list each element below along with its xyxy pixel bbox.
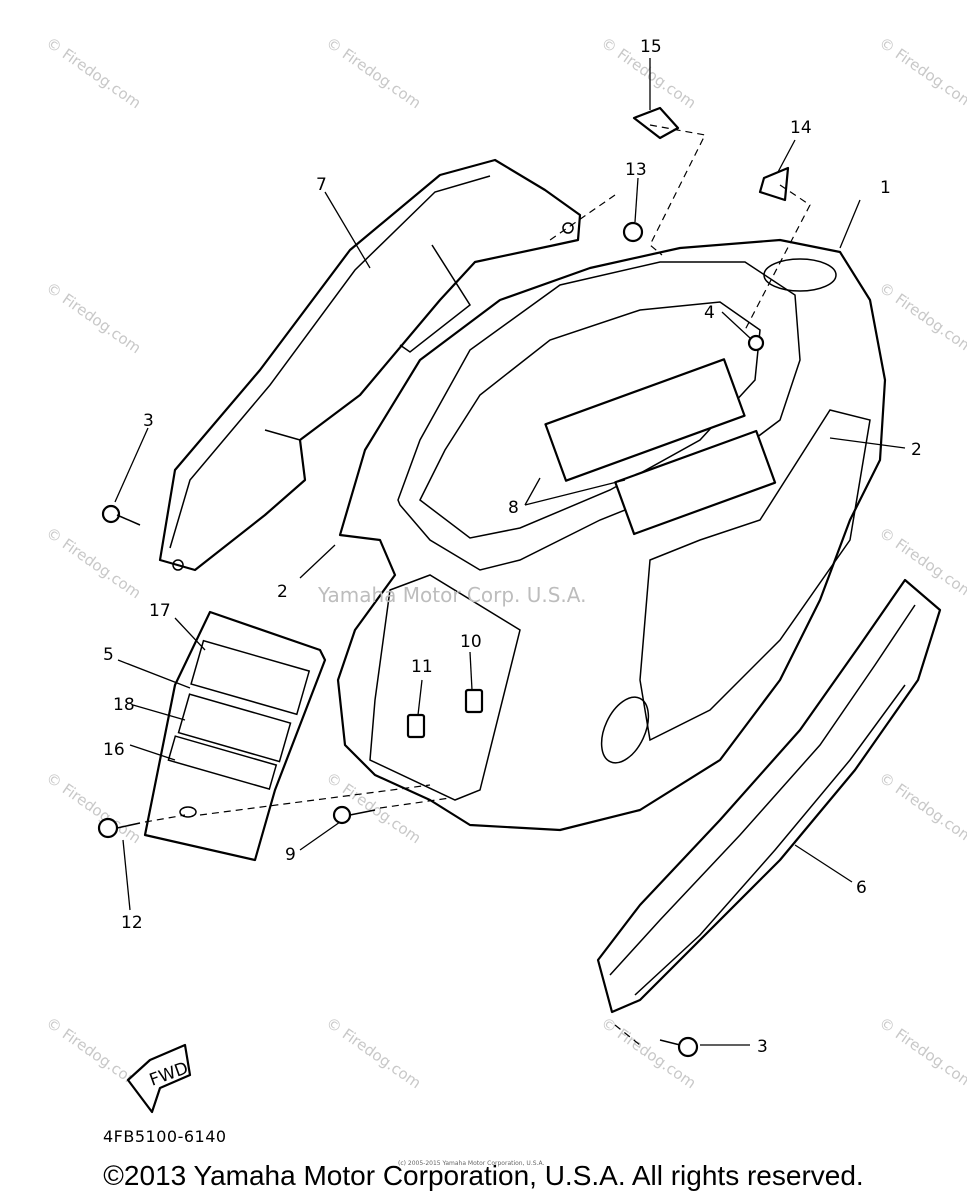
part-4-grommet bbox=[747, 334, 765, 352]
watermark: © Firedog.com bbox=[876, 524, 967, 603]
callout-2-left: 2 bbox=[277, 582, 288, 602]
callout-7: 7 bbox=[316, 175, 327, 195]
label-17 bbox=[190, 639, 311, 716]
label-18 bbox=[177, 693, 292, 763]
watermark: © Firedog.com bbox=[323, 1014, 425, 1093]
part-7-side-cover bbox=[158, 158, 582, 572]
callout-6: 6 bbox=[856, 878, 867, 898]
part-14-nut bbox=[758, 166, 790, 202]
watermark: © Firedog.com bbox=[323, 34, 425, 113]
callout-1: 1 bbox=[880, 178, 891, 198]
callout-3-left: 3 bbox=[143, 411, 154, 431]
part-9-screw bbox=[332, 805, 352, 825]
center-watermark: Yamaha Motor Corp. U.S.A. bbox=[317, 583, 586, 607]
callout-9: 9 bbox=[285, 845, 296, 865]
assembly-lines bbox=[144, 124, 811, 1046]
clip-11 bbox=[406, 713, 426, 739]
watermark: © Firedog.com bbox=[43, 769, 145, 848]
part-13-grommet bbox=[622, 221, 644, 243]
watermark: © Firedog.com bbox=[876, 769, 967, 848]
part-15-nut bbox=[632, 106, 680, 140]
callout-13: 13 bbox=[625, 160, 647, 180]
callout-15: 15 bbox=[640, 37, 662, 57]
part-3-screw-left bbox=[101, 504, 121, 524]
diagram-code: 4FB5100-6140 bbox=[103, 1127, 227, 1146]
foam-pad-2 bbox=[614, 429, 777, 536]
watermark: © Firedog.com bbox=[43, 279, 145, 358]
callout-10: 10 bbox=[460, 632, 482, 652]
copyright-notice: ©2013 Yamaha Motor Corporation, U.S.A. A… bbox=[103, 1160, 864, 1191]
callout-18: 18 bbox=[113, 695, 135, 715]
part-5-lid bbox=[143, 610, 327, 862]
fasteners bbox=[97, 106, 790, 1058]
part-1-rear-body-cover bbox=[336, 238, 887, 832]
callout-16: 16 bbox=[103, 740, 125, 760]
callout-2-right: 2 bbox=[911, 440, 922, 460]
callout-4: 4 bbox=[704, 303, 715, 323]
fwd-arrow-icon: FWD bbox=[126, 1043, 192, 1114]
tiny-credit: (c) 2005-2015 Yamaha Motor Corporation, … bbox=[398, 1160, 544, 1167]
callout-5: 5 bbox=[103, 645, 114, 665]
foam-pad-1 bbox=[544, 358, 746, 482]
label-16 bbox=[167, 735, 278, 791]
watermark: © Firedog.com bbox=[876, 34, 967, 113]
watermark: © Firedog.com bbox=[43, 34, 145, 113]
callout-14: 14 bbox=[790, 118, 812, 138]
callout-11: 11 bbox=[411, 657, 433, 677]
watermark: © Firedog.com bbox=[43, 524, 145, 603]
part-6-side-rail bbox=[596, 578, 942, 1014]
watermark: © Firedog.com bbox=[876, 1014, 967, 1093]
part-12-screw bbox=[97, 817, 119, 839]
callout-17: 17 bbox=[149, 601, 171, 621]
callouts: 1 2 2 3 3 4 5 6 7 8 9 10 11 12 13 14 15 … bbox=[103, 37, 922, 1057]
clip-10 bbox=[464, 688, 484, 714]
callout-8: 8 bbox=[508, 498, 519, 518]
watermark: © Firedog.com bbox=[876, 279, 967, 358]
callout-12: 12 bbox=[121, 913, 143, 933]
part-3-screw-right bbox=[677, 1036, 699, 1058]
callout-3-right: 3 bbox=[757, 1037, 768, 1057]
leader-lines bbox=[114, 58, 906, 1046]
